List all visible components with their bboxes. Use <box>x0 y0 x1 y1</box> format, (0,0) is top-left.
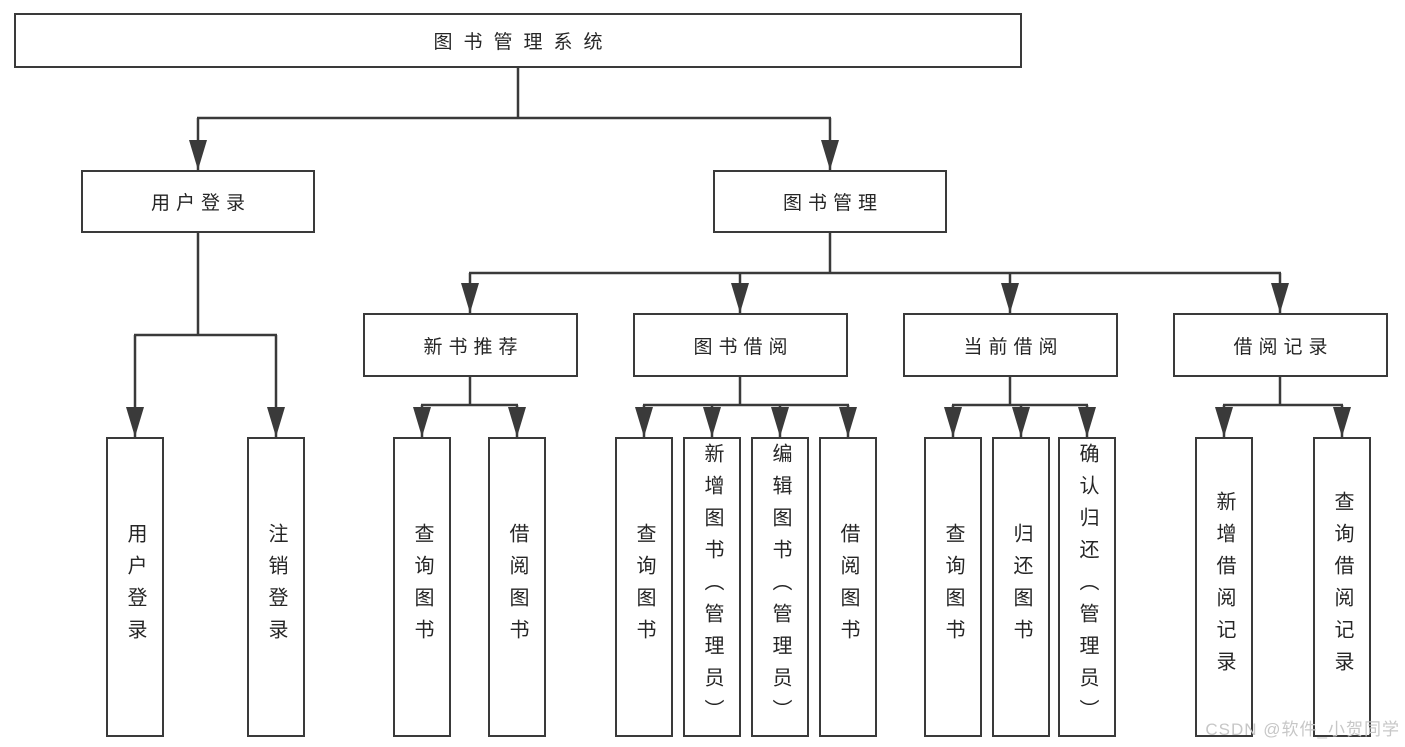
node-current-borrowing: 当前借阅 <box>903 313 1118 377</box>
leaf-query-books-borrowing: 查询图书 <box>615 437 673 737</box>
watermark: CSDN @软件_小贺同学 <box>1205 720 1400 739</box>
leaf-logout: 注销登录 <box>247 437 305 737</box>
node-borrowing-records: 借阅记录 <box>1173 313 1388 377</box>
leaf-edit-book-admin: 编辑图书（管理员） <box>751 437 809 737</box>
node-user-login: 用户登录 <box>81 170 315 233</box>
node-new-book-recommendation: 新书推荐 <box>363 313 578 377</box>
leaf-query-books-current: 查询图书 <box>924 437 982 737</box>
leaf-confirm-return-admin: 确认归还（管理员） <box>1058 437 1116 737</box>
leaf-borrow-books-borrowing: 借阅图书 <box>819 437 877 737</box>
node-book-management: 图书管理 <box>713 170 947 233</box>
leaf-return-books: 归还图书 <box>992 437 1050 737</box>
leaf-borrow-books-recommend: 借阅图书 <box>488 437 546 737</box>
leaf-add-borrow-record: 新增借阅记录 <box>1195 437 1253 737</box>
node-book-borrowing: 图书借阅 <box>633 313 848 377</box>
leaf-query-borrow-record: 查询借阅记录 <box>1313 437 1371 737</box>
leaf-add-book-admin: 新增图书（管理员） <box>683 437 741 737</box>
node-library-management-system: 图书管理系统 <box>14 13 1022 68</box>
leaf-user-login: 用户登录 <box>106 437 164 737</box>
leaf-query-books-recommend: 查询图书 <box>393 437 451 737</box>
